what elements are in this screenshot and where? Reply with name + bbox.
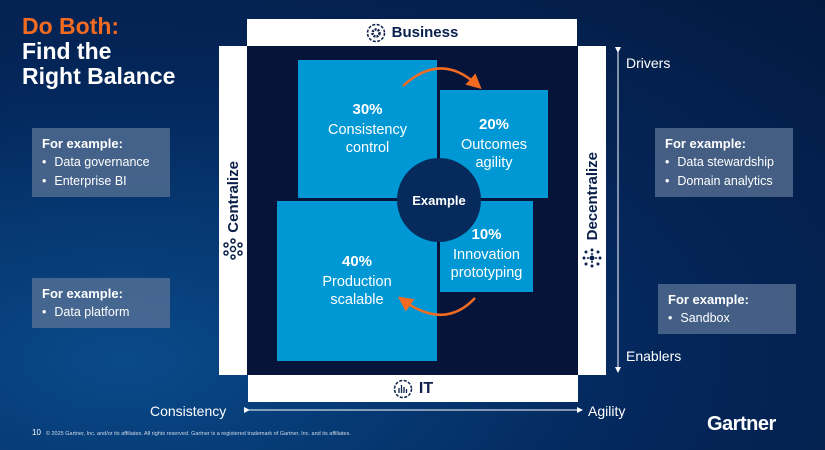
quadrant-label: control [345, 140, 390, 156]
agility-label: Agility [588, 403, 626, 419]
gartner-logo: Gartner [707, 413, 776, 435]
quadrant-label: Consistency [328, 122, 407, 138]
example-heading: For example: [668, 292, 749, 307]
it-bar: IT [248, 375, 578, 402]
quadrant-label: Production [322, 274, 392, 290]
decentralize-bar: Decentralize [578, 46, 606, 375]
business-label: Business [391, 24, 459, 41]
title-line-2: Find the [22, 38, 112, 64]
gear-icon [366, 23, 385, 42]
example-item: Sandbox [668, 309, 786, 328]
drivers-label: Drivers [626, 55, 671, 71]
bar-chart-icon [393, 379, 413, 398]
footer: 10 © 2025 Gartner, Inc. and/or its affili… [32, 428, 351, 437]
quadrant-percent: 20% [478, 116, 510, 133]
title-line-1: Do Both: [22, 13, 120, 39]
orange-arrow-top [402, 67, 482, 89]
quadrant-label: prototyping [450, 264, 523, 281]
quadrant-label: agility [475, 155, 513, 171]
consistency-label: Consistency [150, 403, 227, 419]
example-box-sandbox: For example: Sandbox [658, 284, 796, 334]
business-bar: Business [247, 19, 577, 46]
quadrant-percent: 30% [352, 101, 383, 118]
quadrant-percent: 40% [341, 253, 373, 270]
quadrant-label: Outcomes [460, 137, 528, 153]
example-box-stewardship: For example: Data stewardshipDomain anal… [655, 128, 793, 197]
center-circle: Example [397, 158, 481, 242]
example-item: Data platform [42, 303, 160, 322]
hub-icon [223, 238, 243, 261]
center-label: Example [412, 192, 466, 208]
quadrant-label: Innovation [453, 246, 520, 263]
example-item: Data governance [42, 153, 160, 172]
copyright: © 2025 Gartner, Inc. and/or its affiliat… [45, 431, 351, 437]
example-heading: For example: [665, 136, 746, 151]
orange-arrow-bottom [397, 296, 476, 316]
quadrant-label: scalable [330, 292, 384, 308]
network-dots-icon [582, 248, 602, 268]
example-item: Data stewardship [665, 153, 783, 172]
example-heading: For example: [42, 136, 123, 151]
example-box-governance: For example: Data governanceEnterprise B… [32, 128, 170, 197]
slide-title: Do Both: Find the Right Balance [22, 14, 175, 89]
enablers-label: Enablers [626, 348, 682, 364]
example-item: Enterprise BI [42, 172, 160, 191]
example-heading: For example: [42, 286, 123, 301]
page-number: 10 [32, 428, 41, 437]
example-box-platform: For example: Data platform [32, 278, 170, 328]
it-label: IT [418, 379, 434, 397]
example-item: Domain analytics [665, 172, 783, 191]
title-line-3: Right Balance [22, 63, 176, 89]
centralize-bar: Centralize [219, 46, 247, 375]
quadrant-percent: 10% [471, 225, 502, 243]
